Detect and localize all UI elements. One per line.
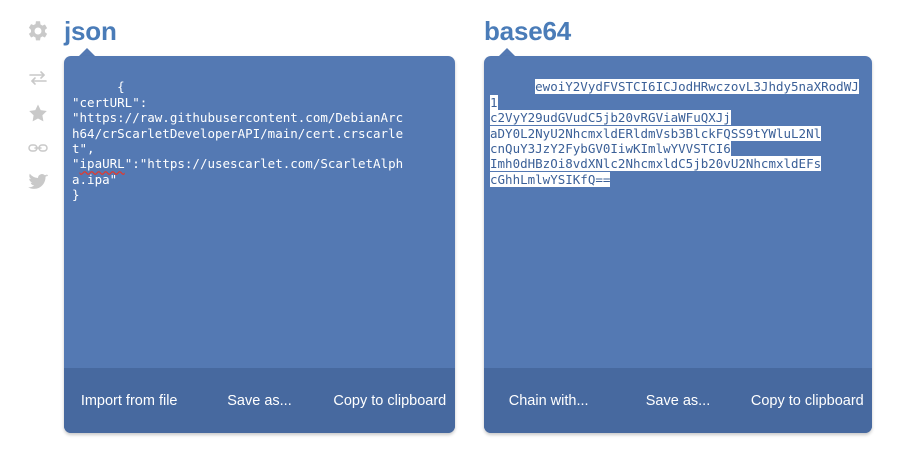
copy-to-clipboard-button[interactable]: Copy to clipboard: [750, 392, 864, 409]
panel-title-base64: base64: [484, 16, 571, 46]
json-button-bar: Import from file Save as... Copy to clip…: [64, 368, 455, 433]
panel-caret-base64: [498, 48, 516, 57]
base64-code-area[interactable]: ewoiY2VydFVSTCI6ICJodHRwczovL3Jhdy5naXRo…: [484, 56, 872, 203]
base64-panel: ewoiY2VydFVSTCI6ICJodHRwczovL3Jhdy5naXRo…: [484, 56, 872, 433]
save-as-button[interactable]: Save as...: [645, 392, 711, 409]
copy-to-clipboard-button[interactable]: Copy to clipboard: [333, 392, 447, 409]
json-panel: {"certURL":"https://raw.githubuserconten…: [64, 56, 455, 433]
json-code-text: {"certURL":"https://raw.githubuserconten…: [72, 79, 404, 203]
swap-arrows-icon[interactable]: [22, 62, 54, 94]
json-code-area[interactable]: {"certURL":"https://raw.githubuserconten…: [64, 56, 455, 218]
star-icon[interactable]: [22, 97, 54, 129]
panel-caret-json: [78, 48, 96, 57]
icon-rail: [0, 0, 60, 453]
base64-button-bar: Chain with... Save as... Copy to clipboa…: [484, 368, 872, 433]
base64-code-text: ewoiY2VydFVSTCI6ICJodHRwczovL3Jhdy5naXRo…: [490, 79, 859, 187]
import-from-file-button[interactable]: Import from file: [80, 392, 178, 409]
link-icon[interactable]: [22, 132, 54, 164]
gear-icon[interactable]: [22, 15, 54, 47]
save-as-button[interactable]: Save as...: [227, 392, 292, 409]
twitter-bird-icon[interactable]: [22, 166, 54, 198]
panel-title-json: json: [64, 16, 117, 46]
chain-with-button[interactable]: Chain with...: [508, 392, 589, 409]
